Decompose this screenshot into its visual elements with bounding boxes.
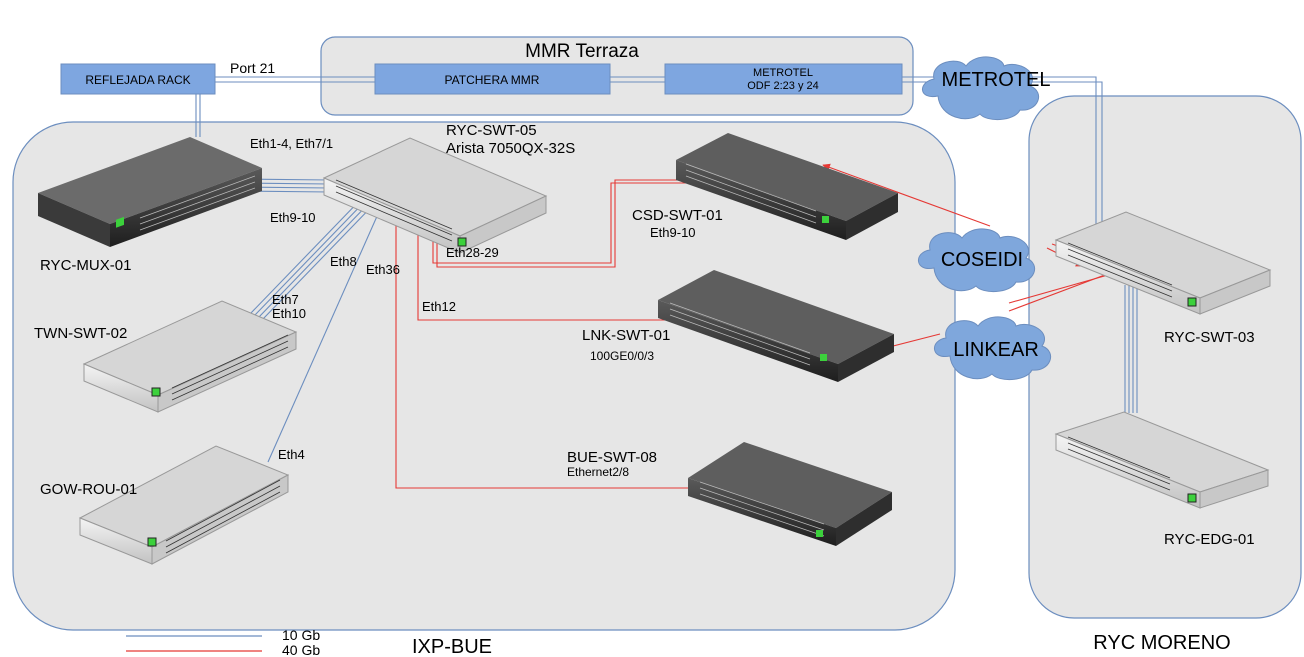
eth7-label: Eth7 (272, 292, 299, 307)
legend-40gb-label: 40 Gb (282, 642, 320, 657)
svg-text:COSEIDI: COSEIDI (941, 249, 1023, 271)
svg-text:REFLEJADA RACK: REFLEJADA RACK (85, 73, 190, 87)
ethernet2-8-label: Ethernet2/8 (567, 465, 629, 479)
zone-mmr-title: MMR Terraza (525, 41, 639, 62)
100ge-label: 100GE0/0/3 (590, 349, 654, 363)
ryc-edg-01-label: RYC-EDG-01 (1164, 531, 1255, 548)
linkear-cloud: LINKEAR (934, 316, 1052, 380)
svg-text:METROTEL: METROTEL (942, 69, 1051, 91)
bue-swt-08-label: BUE-SWT-08 (567, 449, 657, 466)
eth36-label: Eth36 (366, 262, 400, 277)
port-grid (139, 175, 256, 231)
legend: 10 Gb 40 Gb (126, 627, 320, 657)
ryc-edg-01-switch (1054, 411, 1270, 509)
lnk-swt-01-switch (658, 270, 894, 382)
eth8-label: Eth8 (330, 254, 357, 269)
eth10-label: Eth10 (272, 306, 306, 321)
twn-swt-02-label: TWN-SWT-02 (34, 325, 127, 342)
csd-swt-01-switch (676, 133, 898, 240)
patchera-mmr-panel: PATCHERA MMR (374, 63, 611, 95)
ryc-mux-01-switch (38, 137, 262, 247)
metrotel-cloud: METROTEL (922, 56, 1051, 120)
ryc-swt-03-label: RYC-SWT-03 (1164, 329, 1255, 346)
svg-text:LINKEAR: LINKEAR (953, 339, 1039, 361)
csd-swt-01-label: CSD-SWT-01 (632, 207, 723, 224)
eth9-10-csd-label: Eth9-10 (650, 225, 696, 240)
metrotel-odf-panel: METROTEL ODF 2:23 y 24 (664, 63, 903, 95)
svg-text:METROTEL: METROTEL (753, 67, 813, 79)
legend-10gb-label: 10 Gb (282, 627, 320, 643)
zone-ryc-title: RYC MORENO (1093, 632, 1230, 654)
zone-ixp-title: IXP-BUE (412, 636, 492, 657)
lnk-swt-01-label: LNK-SWT-01 (582, 327, 670, 344)
svg-text:ODF 2:23 y 24: ODF 2:23 y 24 (747, 80, 819, 92)
ryc-swt-05-switch (322, 137, 548, 254)
reflejada-rack-panel: REFLEJADA RACK (60, 63, 216, 95)
ryc-mux-01-label: RYC-MUX-01 (40, 257, 131, 274)
eth9-10-mux-label: Eth9-10 (270, 210, 316, 225)
port21-label: Port 21 (230, 60, 275, 76)
eth1-4-label: Eth1-4, Eth7/1 (250, 136, 333, 151)
zone-mmr-terraza (320, 36, 914, 116)
ryc-swt-05-model: Arista 7050QX-32S (446, 140, 575, 157)
ryc-swt-05-label: RYC-SWT-05 (446, 122, 537, 139)
eth4-label: Eth4 (278, 447, 305, 462)
eth12-label: Eth12 (422, 299, 456, 314)
gow-rou-01-label: GOW-ROU-01 (40, 481, 137, 498)
coseidi-cloud: COSEIDI (918, 228, 1036, 292)
gow-rou-01-switch (78, 445, 290, 565)
ryc-swt-03-switch (1054, 211, 1272, 315)
bue-swt-08-switch (688, 442, 892, 546)
svg-text:PATCHERA MMR: PATCHERA MMR (445, 73, 540, 87)
twn-swt-02-switch (82, 300, 298, 413)
eth28-29-label: Eth28-29 (446, 245, 499, 260)
